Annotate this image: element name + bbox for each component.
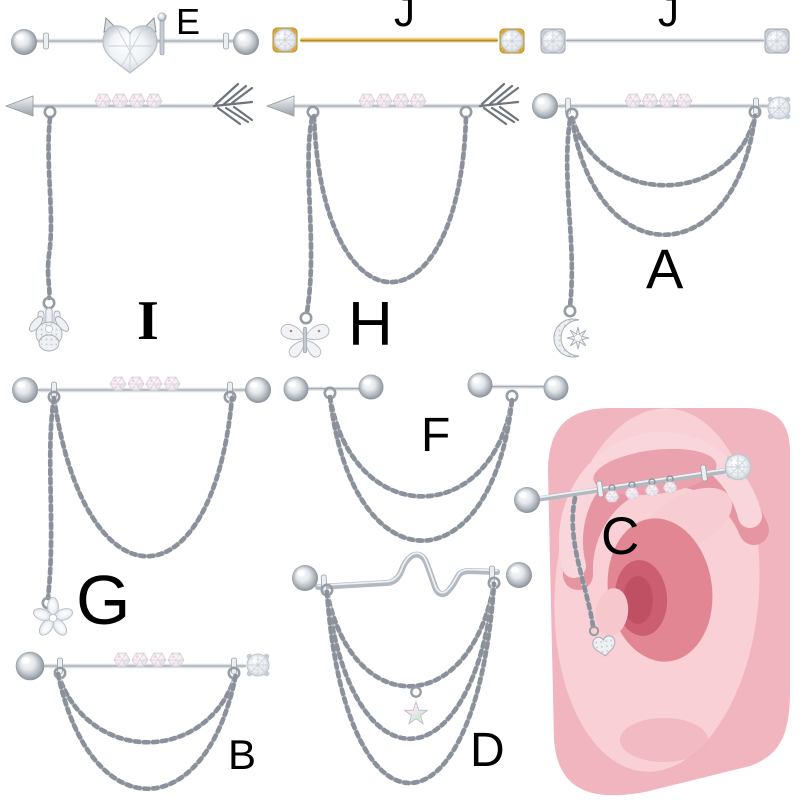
silver-gem-end <box>767 96 791 120</box>
pave-heart-charm-icon <box>592 635 616 657</box>
hamsa-charm-icon <box>29 307 69 352</box>
label-f: F <box>421 409 451 462</box>
moon-star-charm-icon <box>553 318 590 358</box>
devil-heart-charm-icon <box>102 12 167 74</box>
silicone-ear-display <box>548 408 790 796</box>
label-c: C <box>601 507 640 566</box>
barbell-gold-cz <box>272 27 525 54</box>
double-stud-chains <box>283 372 569 543</box>
arrow-barbell-hamsa <box>5 82 254 352</box>
wave-barbell-triple-chain-star <box>292 551 532 786</box>
barbell-silver-cz <box>540 28 790 54</box>
barbell-devil-heart <box>11 12 259 74</box>
silver-gem-end <box>246 653 270 677</box>
barbell-double-chain-moon <box>532 93 791 358</box>
label-d: D <box>470 724 505 777</box>
barbell-chain-flower <box>12 376 271 636</box>
silver-gem-end <box>724 453 752 481</box>
label-j-gold: J <box>394 0 415 35</box>
gold-gem-right <box>499 28 525 54</box>
label-b: B <box>228 731 257 778</box>
star-charm-icon <box>403 700 429 725</box>
butterfly-charm-icon <box>280 323 330 358</box>
arrow-barbell-butterfly <box>266 82 520 358</box>
gold-gem-left <box>272 27 298 53</box>
label-h: H <box>348 290 393 359</box>
crystal-beads <box>604 475 678 503</box>
label-i: I <box>137 290 159 352</box>
flower-charm-icon <box>32 597 74 636</box>
barbell-on-ear <box>514 453 752 657</box>
silver-gem-right <box>764 28 790 54</box>
label-j-silver: J <box>658 0 679 35</box>
barbell-double-chain-cz <box>15 651 270 791</box>
silver-gem-left <box>540 28 566 54</box>
label-a: A <box>646 237 684 300</box>
label-g: G <box>76 561 131 639</box>
label-e: E <box>176 1 201 42</box>
